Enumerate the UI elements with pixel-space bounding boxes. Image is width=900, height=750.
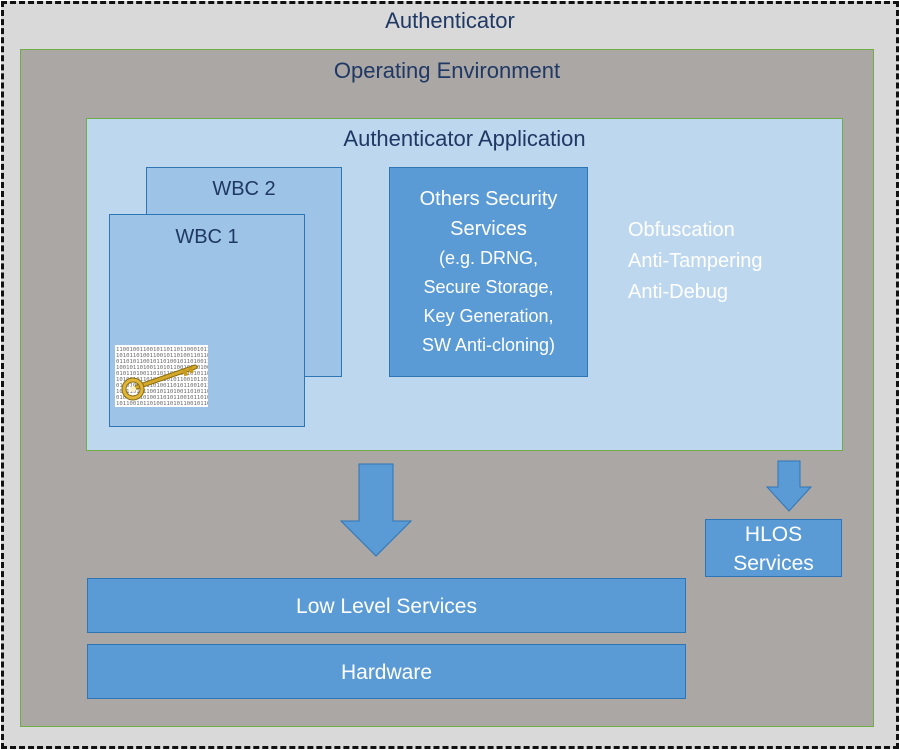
authenticator-application-title: Authenticator Application xyxy=(343,126,586,151)
security-services-line-4: Secure Storage, xyxy=(423,277,554,297)
wbc2-label: WBC 2 xyxy=(212,178,276,200)
binary-row: 1010110100110010110100110110 xyxy=(116,353,208,359)
binary-row: 1001101011001011010011010110 xyxy=(116,389,208,395)
binary-row: 1100100110010110110110001011 xyxy=(116,347,208,353)
binary-row: 0110101100101101001011010011 xyxy=(116,359,208,365)
hardware-box: Hardware xyxy=(87,644,686,699)
golden-key-icon xyxy=(121,364,198,401)
security-services-line-3: (e.g. DRNG, xyxy=(438,248,539,268)
protection-techniques-list: Obfuscation Anti-Tampering Anti-Debug xyxy=(628,215,828,308)
protection-anti-tampering: Anti-Tampering xyxy=(628,250,763,272)
low-level-services-box: Low Level Services xyxy=(87,578,686,633)
hlos-services-box: HLOS Services xyxy=(705,519,842,577)
authenticator-title: Authenticator xyxy=(385,8,515,33)
other-security-services-box: Others Security Services (e.g. DRNG, Sec… xyxy=(389,167,588,377)
hlos-services-line-1: HLOS xyxy=(744,523,803,546)
down-arrow-to-low-level-icon xyxy=(340,463,412,557)
binary-row: 0110100101101001101011001011 xyxy=(116,383,208,389)
hlos-services-line-2: Services xyxy=(733,552,814,575)
binary-row: 1001011010011010110010110100 xyxy=(116,365,208,371)
security-services-line-2: Services xyxy=(450,218,527,240)
protection-anti-debug: Anti-Debug xyxy=(628,281,729,303)
down-arrow-to-hlos-icon xyxy=(766,460,812,512)
operating-environment-title: Operating Environment xyxy=(333,58,561,83)
protection-obfuscation: Obfuscation xyxy=(628,219,735,241)
binary-row: 1011001011010011010110010110 xyxy=(116,401,208,407)
binary-row: 0100101101001101011001011010 xyxy=(116,395,208,401)
security-services-line-6: SW Anti-cloning) xyxy=(421,335,556,355)
binary-row: 0101101001101011001011010110 xyxy=(116,371,208,377)
security-services-line-1: Others Security xyxy=(419,188,558,210)
security-services-line-5: Key Generation, xyxy=(423,306,554,326)
wbc1-label: WBC 1 xyxy=(175,226,239,248)
key-icon: 1100100110010110110110001011101011010011… xyxy=(116,347,208,407)
